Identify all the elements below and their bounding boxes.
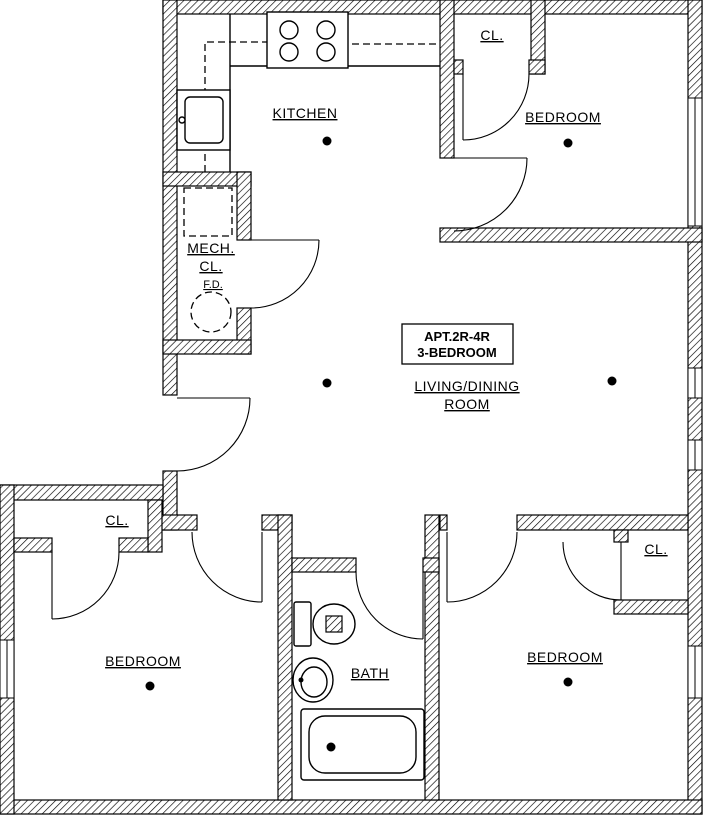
room-label-kitchen: KITCHEN (273, 105, 338, 121)
door-top-closet (462, 73, 530, 141)
wall-right-closet-stub (613, 529, 629, 543)
room-center-dot-bedroom-top (563, 138, 573, 148)
window-bedroom-left (0, 639, 15, 699)
windows (0, 97, 703, 699)
room-label-mech-line2: CL. (199, 258, 222, 274)
wall-bath-left (277, 514, 293, 801)
door-bedroom-left (191, 531, 263, 603)
wall-bath-right (424, 514, 440, 801)
kitchen-sink-icon (176, 89, 231, 151)
wall-exterior-top (162, 0, 703, 15)
room-label-closet-left: CL. (105, 512, 128, 528)
wall-left-closet-right (147, 499, 163, 553)
room-center-dots (145, 136, 617, 752)
bathtub-icon (300, 708, 425, 781)
room-center-dot-bedroom-left (145, 681, 155, 691)
mech-equipment-dashed-box (183, 187, 233, 237)
window-living-2 (687, 439, 703, 471)
apartment-title-box: APT.2R-4R 3-BEDROOM (401, 323, 514, 365)
door-left-closet (51, 551, 120, 620)
wall-south-band-3 (439, 514, 448, 531)
floor-drain-circle (190, 291, 232, 333)
mech-closet-fixtures (183, 187, 233, 333)
door-unit-entry (176, 397, 251, 472)
room-center-dot-bath (326, 742, 336, 752)
kitchen-fixtures (176, 11, 440, 172)
room-label-bath: BATH (351, 665, 389, 681)
apartment-title-line2: 3-BEDROOM (417, 345, 496, 360)
wall-top-closet-stub-left (453, 59, 464, 75)
wall-left-closet-stub-b (118, 537, 149, 553)
wall-left-closet-stub-a (13, 537, 53, 553)
wall-under-top-bedroom (439, 227, 703, 243)
apartment-title-box-frame (401, 323, 514, 365)
label-floor-drain: F.D. (203, 279, 223, 291)
toilet-icon (293, 601, 356, 647)
wall-kitchen-bedroom (439, 0, 455, 159)
wall-mech-right-upper (236, 171, 252, 241)
wall-mech-bottom (162, 339, 252, 355)
wall-south-band-4 (516, 514, 689, 531)
window-bedroom-top (687, 97, 703, 227)
upper-cabinet-dashed-left (204, 41, 267, 172)
door-bedroom-right (446, 531, 518, 603)
room-label-bedroom-left: BEDROOM (105, 653, 181, 669)
room-label-closet-right: CL. (644, 541, 667, 557)
room-label-living-line1: LIVING/DINING (414, 378, 519, 394)
doors (51, 73, 622, 640)
wall-exterior-left-upper (162, 0, 178, 396)
window-living-1 (687, 367, 703, 399)
wall-bath-top (291, 557, 357, 573)
room-label-living-line2: ROOM (444, 396, 490, 412)
door-bedroom-top (453, 157, 528, 232)
wall-exterior-extension-top (0, 484, 164, 501)
door-mech-closet (250, 239, 320, 309)
room-center-dot-bedroom-right (563, 677, 573, 687)
wall-right-closet-bottom (613, 599, 689, 615)
room-label-mech-line1: MECH. (187, 240, 235, 256)
bath-fixtures (292, 601, 425, 781)
door-bath (355, 571, 424, 640)
wall-exterior-bottom (0, 799, 703, 815)
room-label-bedroom-right: BEDROOM (527, 649, 603, 665)
door-right-closet (562, 541, 622, 601)
room-label-closet-top: CL. (480, 27, 503, 43)
room-label-bedroom-top: BEDROOM (525, 109, 601, 125)
room-center-dot-living-left (322, 378, 332, 388)
window-bedroom-right (687, 645, 703, 699)
room-center-dot-living-right (607, 376, 617, 386)
room-labels: KITCHEN CL. BEDROOM MECH. CL. F.D. LIVIN… (105, 27, 667, 681)
wall-top-closet-stub-right (528, 59, 546, 75)
room-center-dot-kitchen (322, 136, 332, 146)
wall-bath-top-stub (422, 557, 440, 573)
apartment-title-line1: APT.2R-4R (424, 329, 490, 344)
stove-icon (266, 11, 349, 69)
bath-sink-icon (292, 657, 334, 703)
